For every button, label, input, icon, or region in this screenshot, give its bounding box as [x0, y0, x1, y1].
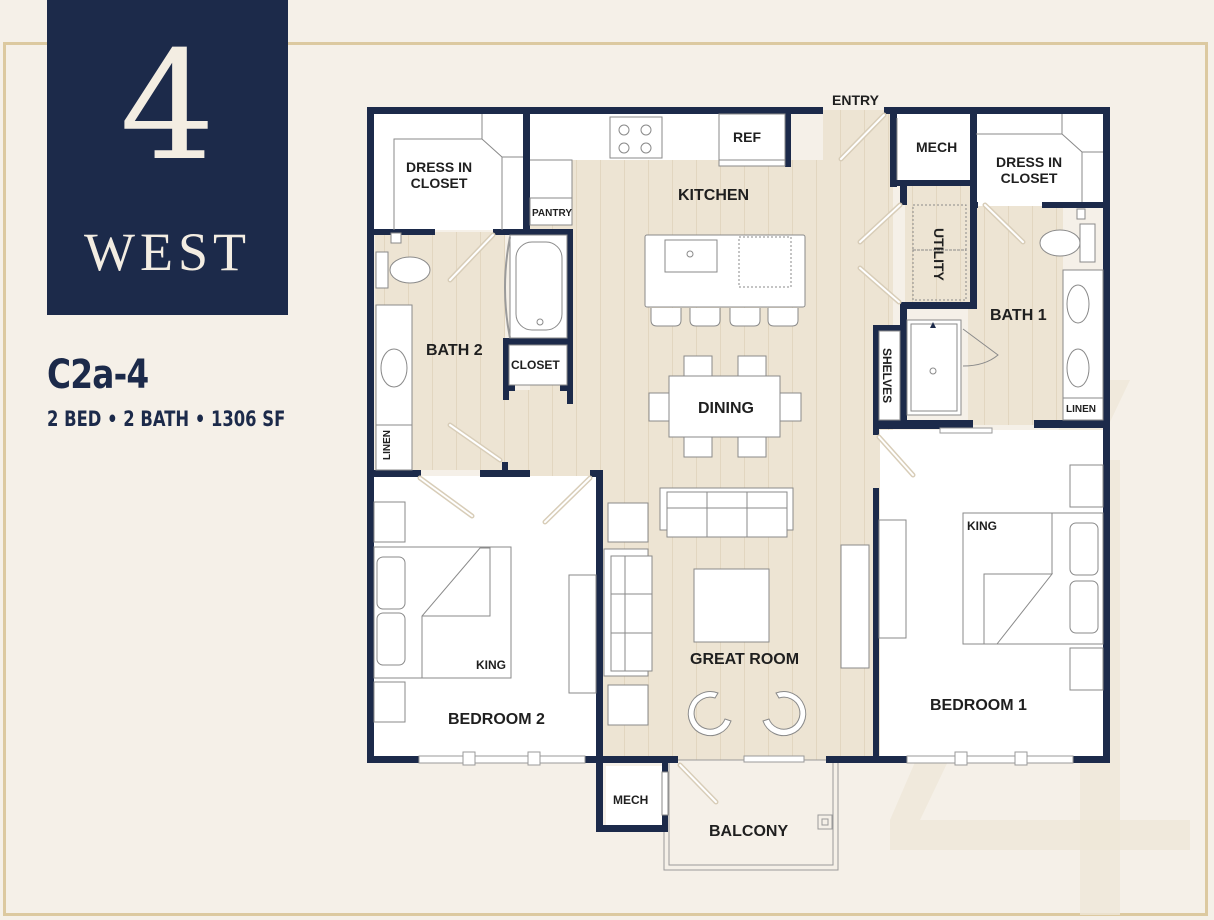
label-king-2: KING	[476, 658, 506, 672]
label-dining: DINING	[698, 400, 754, 417]
label-great-room: GREAT ROOM	[690, 651, 800, 668]
label-kitchen: KITCHEN	[678, 187, 750, 204]
label-mech-entry: MECH	[916, 139, 958, 155]
brand-number: 4	[119, 20, 216, 194]
unit-code: C2a-4	[47, 352, 149, 398]
label-linen-1: LINEN	[1066, 404, 1096, 415]
unit-specs: 2 BED • 2 BATH • 1306 SF	[47, 407, 286, 431]
label-bedroom-1: BEDROOM 1	[930, 697, 1027, 714]
label-dress-closet-2: DRESS IN CLOSET	[406, 159, 473, 191]
brand-word: WEST	[84, 222, 251, 282]
label-closet: CLOSET	[511, 358, 560, 372]
label-bath-1: BATH 1	[990, 307, 1047, 324]
label-entry: ENTRY	[832, 92, 879, 108]
label-king-1: KING	[967, 519, 997, 533]
label-shelves: SHELVES	[880, 348, 894, 404]
label-ref: REF	[733, 129, 761, 145]
label-pantry: PANTRY	[532, 208, 572, 219]
label-linen-2: LINEN	[382, 430, 393, 460]
windows	[418, 427, 1074, 766]
label-dress-closet-1: DRESS IN CLOSET	[996, 154, 1063, 186]
brand-logo: 4 WEST	[47, 0, 288, 315]
label-bath-2: BATH 2	[426, 342, 483, 359]
label-mech-balcony: MECH	[613, 793, 649, 807]
label-bedroom-2: BEDROOM 2	[448, 711, 545, 728]
page-frame	[3, 42, 1208, 916]
label-balcony: BALCONY	[709, 823, 789, 840]
label-utility: UTILITY	[931, 228, 947, 281]
